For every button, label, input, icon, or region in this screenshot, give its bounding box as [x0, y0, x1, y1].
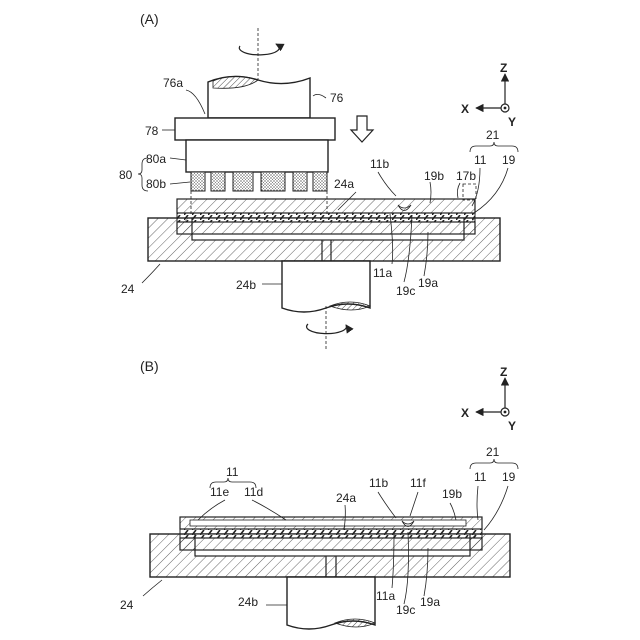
- axis-indicator-a: Z X Y: [461, 61, 516, 129]
- rotation-arrow-bottom-icon: [307, 306, 347, 350]
- label-19c: 19c: [396, 284, 415, 298]
- rotation-arrow-top-icon: [239, 28, 279, 80]
- shaft-24b: [282, 261, 370, 312]
- label-b-11d: 11d: [244, 485, 263, 499]
- label-b-19: 19: [502, 470, 516, 484]
- label-78: 78: [145, 124, 159, 138]
- label-24: 24: [121, 282, 135, 296]
- panel-b-title: (B): [140, 358, 159, 374]
- label-b-24: 24: [120, 598, 134, 612]
- spindle-76: [208, 76, 310, 118]
- shaft-24b-b: [287, 577, 375, 629]
- panel-a: (A): [119, 11, 518, 350]
- label-b-11f: 11f: [410, 476, 426, 490]
- label-24b: 24b: [236, 278, 256, 292]
- label-b-19c: 19c: [396, 603, 415, 617]
- axis-z-label-b: Z: [500, 365, 507, 379]
- label-17b: 17b: [456, 169, 476, 183]
- label-21: 21: [486, 128, 500, 142]
- label-80a: 80a: [146, 152, 166, 166]
- label-b-24b: 24b: [238, 595, 258, 609]
- panel-b: (B) Z X Y: [120, 358, 518, 629]
- axis-x-label-b: X: [461, 406, 469, 420]
- axis-indicator-b: Z X Y: [461, 365, 516, 433]
- label-24a: 24a: [334, 177, 354, 191]
- wheel-base-80a: [186, 140, 328, 172]
- label-76: 76: [330, 91, 344, 105]
- panel-a-title: (A): [140, 11, 159, 27]
- grinding-stones-80b: [191, 172, 327, 191]
- label-b-11a: 11a: [376, 589, 395, 603]
- label-19b: 19b: [424, 169, 444, 183]
- label-b-11-right: 11: [474, 470, 487, 484]
- wafer-stack-b: [180, 517, 482, 550]
- label-11: 11: [474, 153, 487, 167]
- label-b-11b: 11b: [369, 476, 388, 490]
- axis-y-label: Y: [508, 115, 516, 129]
- label-19: 19: [502, 153, 516, 167]
- label-b-19b: 19b: [442, 487, 462, 501]
- label-b-19a: 19a: [420, 595, 440, 609]
- label-b-11: 11: [226, 465, 239, 479]
- label-11a: 11a: [373, 266, 392, 280]
- label-b-11e: 11e: [210, 485, 229, 499]
- label-b-24a: 24a: [336, 491, 356, 505]
- label-19a: 19a: [418, 276, 438, 290]
- label-80: 80: [119, 168, 133, 182]
- axis-z-label: Z: [500, 61, 507, 75]
- label-80b: 80b: [146, 177, 166, 191]
- label-11b: 11b: [370, 157, 389, 171]
- axis-x-label: X: [461, 102, 469, 116]
- label-b-21: 21: [486, 445, 500, 459]
- mount-78: [175, 118, 335, 140]
- label-76a: 76a: [163, 76, 183, 90]
- axis-y-label-b: Y: [508, 419, 516, 433]
- feed-down-arrow-icon: [351, 116, 373, 142]
